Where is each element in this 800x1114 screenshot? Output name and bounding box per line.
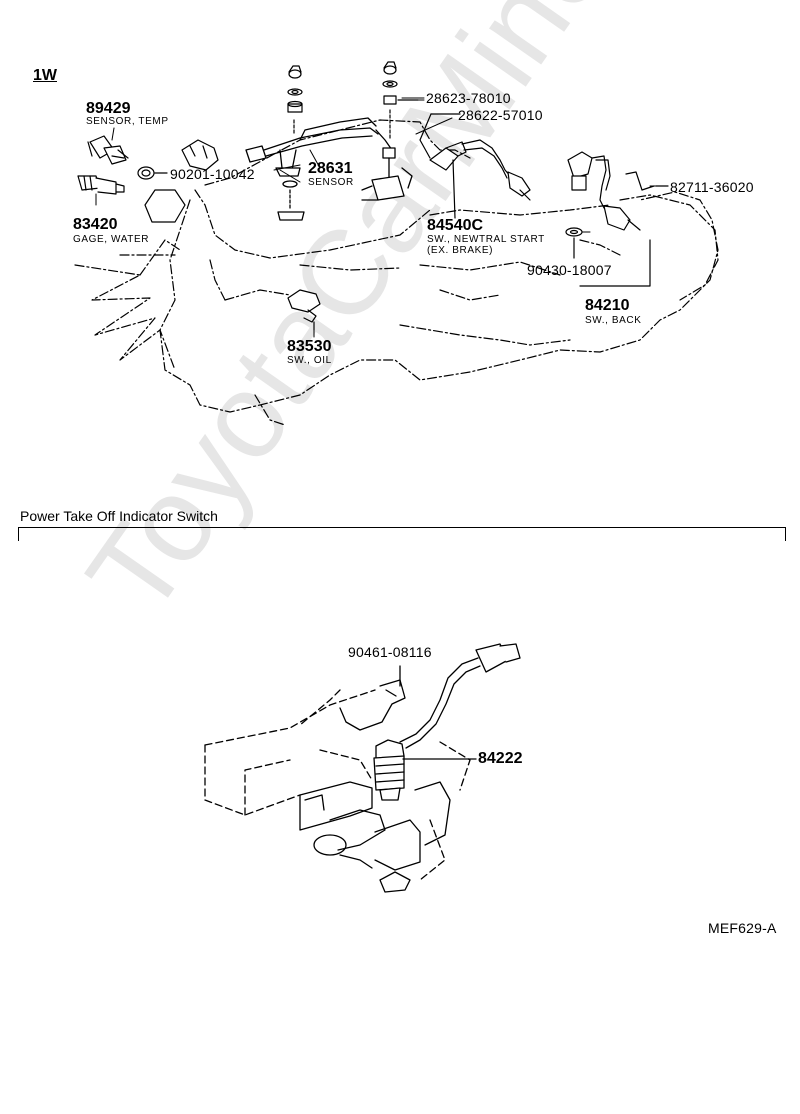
temp-sensor-89429-drawing	[87, 135, 129, 165]
neutral-start-switch-84540c-drawing	[419, 113, 531, 219]
section-divider	[18, 527, 786, 528]
water-gage-83420-drawing	[77, 175, 125, 195]
section-code: 1W	[33, 67, 57, 84]
figure-code: MEF629-A	[708, 920, 777, 936]
stack-left-drawing	[287, 65, 303, 136]
part-number-90201-10042: 90201-10042	[170, 166, 255, 182]
part-number-90461-08116: 90461-08116	[348, 644, 432, 660]
section-title-pto: Power Take Off Indicator Switch	[20, 508, 218, 524]
sensor-28631-harness-drawing	[245, 117, 413, 221]
part-number-84222: 84222	[478, 750, 523, 767]
part-desc-84540c: SW., NEWTRAL START	[427, 234, 545, 245]
section-divider-right-tick	[785, 527, 786, 541]
part-number-28622-57010: 28622-57010	[458, 107, 543, 123]
part-desc2-84540c: (EX. BRAKE)	[427, 245, 494, 256]
part-desc-83420: GAGE, WATER	[73, 234, 150, 245]
leader-lines	[95, 97, 657, 338]
engine-outline	[74, 119, 719, 426]
part-number-28623-78010: 28623-78010	[426, 90, 511, 106]
thermostat-housing-drawing	[144, 139, 219, 223]
part-desc-83530: SW., OIL	[287, 355, 332, 366]
part-number-83420: 83420	[73, 216, 118, 233]
oil-switch-83530-drawing	[287, 289, 321, 331]
back-switch-84210-drawing	[565, 151, 669, 287]
washer-90201-drawing	[137, 166, 168, 180]
part-number-84540c: 84540C	[427, 217, 484, 234]
section-divider-left-tick	[18, 527, 19, 541]
part-number-89429: 89429	[86, 100, 131, 117]
pto-assembly-drawing	[204, 643, 521, 893]
part-number-28631: 28631	[308, 160, 353, 177]
part-number-83530: 83530	[287, 338, 332, 355]
part-desc-84210: SW., BACK	[585, 315, 642, 326]
part-number-84210: 84210	[585, 297, 630, 314]
part-number-82711-36020: 82711-36020	[670, 179, 754, 195]
part-desc-28631: SENSOR	[308, 177, 354, 188]
stack-right-drawing	[382, 61, 419, 139]
part-number-90430-18007: 90430-18007	[527, 262, 612, 278]
part-desc-89429: SENSOR, TEMP	[86, 116, 169, 127]
